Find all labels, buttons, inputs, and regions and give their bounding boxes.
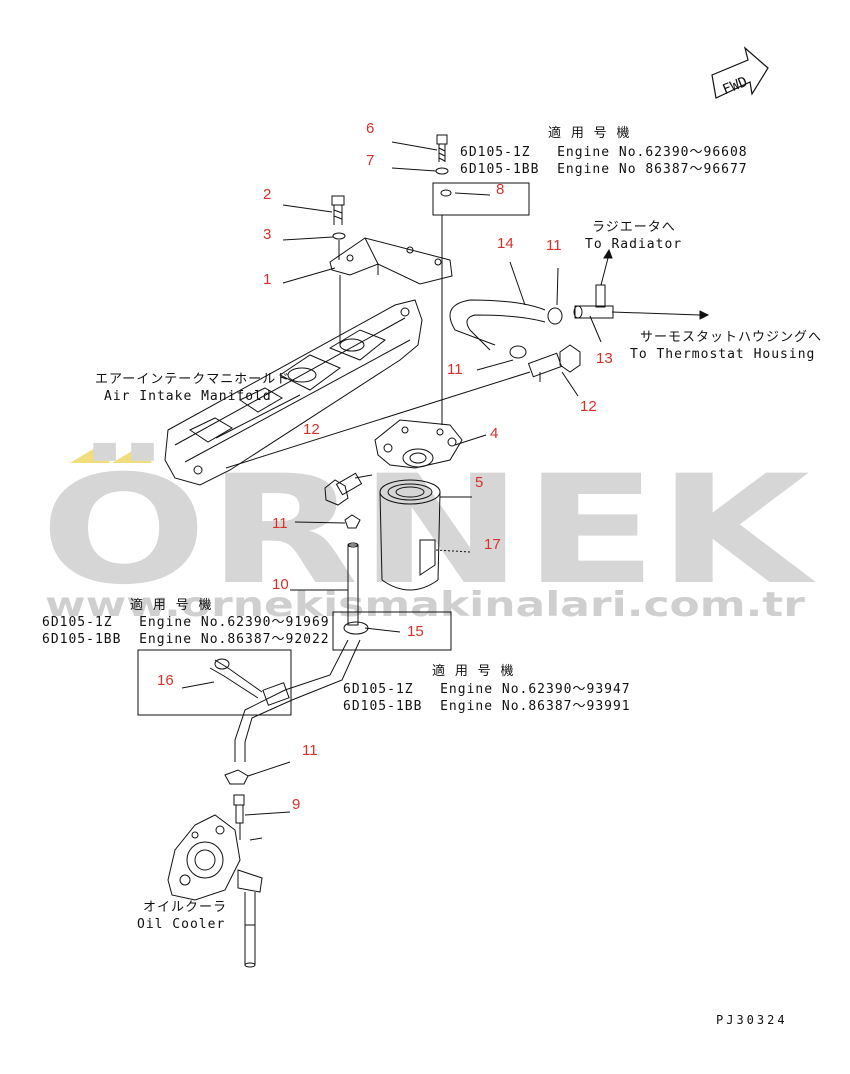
callout-11-lower: 11 bbox=[302, 742, 318, 759]
pipe-10 bbox=[347, 542, 359, 626]
manifold-label-jp: エアーインテークマニホールド bbox=[95, 372, 291, 387]
left-serial-line-1: 6D105-1Z Engine No.62390～91969 bbox=[42, 615, 330, 630]
watermark-layer: ÖRNEK www.ornekismakinalari.com.tr bbox=[40, 442, 816, 625]
callout-16: 16 bbox=[157, 672, 174, 689]
box-16 bbox=[137, 649, 292, 716]
callout-8: 8 bbox=[496, 181, 505, 198]
fwd-arrow: FWD bbox=[711, 46, 769, 99]
bracket-1 bbox=[329, 237, 453, 345]
clamp-11-mid bbox=[344, 514, 361, 529]
callout-11-top: 11 bbox=[546, 237, 562, 254]
callout-6: 6 bbox=[366, 120, 375, 137]
fitting-13 bbox=[573, 284, 614, 319]
radiator-label-jp: ラジエータへ bbox=[592, 220, 676, 235]
top-serial-line-1: 6D105-1Z Engine No.62390～96608 bbox=[460, 145, 748, 160]
callout-10: 10 bbox=[272, 576, 289, 593]
callout-12-left: 12 bbox=[303, 421, 320, 438]
drawing-lines bbox=[137, 134, 710, 968]
watermark-accent-left bbox=[70, 445, 110, 463]
callout-17: 17 bbox=[484, 536, 501, 553]
watermark-brand: ÖRNEK bbox=[40, 442, 816, 618]
left-serial-heading: 適 用 号 機 bbox=[130, 598, 213, 613]
mid-serial-heading: 適 用 号 機 bbox=[432, 664, 515, 679]
callout-7: 7 bbox=[366, 152, 375, 169]
mid-serial-line-1: 6D105-1Z Engine No.62390～93947 bbox=[343, 682, 631, 697]
callout-4: 4 bbox=[490, 425, 499, 442]
watermark-url: www.ornekismakinalari.com.tr bbox=[45, 585, 805, 625]
oil-cooler-label-en: Oil Cooler bbox=[137, 917, 226, 932]
clamp-11-hose-bottom bbox=[509, 345, 527, 359]
thermostat-label-en: To Thermostat Housing bbox=[630, 347, 816, 362]
callout-9: 9 bbox=[292, 796, 301, 813]
mid-serial-line-2: 6D105-1BB Engine No.86387～93991 bbox=[343, 699, 631, 714]
bolt-6 bbox=[436, 134, 448, 162]
bolt-2 bbox=[331, 195, 345, 225]
manifold-label-en: Air Intake Manifold bbox=[104, 389, 272, 404]
box-8 bbox=[432, 182, 530, 216]
oil-cooler bbox=[167, 814, 263, 968]
air-intake-manifold bbox=[164, 299, 423, 486]
watermark-accent-right bbox=[112, 445, 152, 463]
thermostat-label-jp: サーモスタットハウジングへ bbox=[640, 330, 823, 345]
oil-cooler-label-jp: オイルクーラ bbox=[143, 900, 228, 915]
drawing-code: PJ30324 bbox=[716, 1013, 788, 1027]
box-15 bbox=[332, 611, 452, 651]
clamp-11-hose-top bbox=[547, 307, 563, 325]
callout-11-mid: 11 bbox=[272, 515, 288, 532]
callout-5: 5 bbox=[475, 474, 484, 491]
left-serial-line-2: 6D105-1BB Engine No.86387～92022 bbox=[42, 632, 330, 647]
leader-lines bbox=[181, 141, 602, 841]
fitting-9 bbox=[233, 794, 245, 840]
clamp-11-lower bbox=[224, 769, 249, 785]
callout-1: 1 bbox=[263, 271, 272, 288]
washer-7 bbox=[435, 167, 449, 175]
filter-cartridge-5 bbox=[379, 479, 471, 591]
radiator-label-en: To Radiator bbox=[585, 237, 683, 252]
filter-head-4 bbox=[374, 419, 463, 469]
washer-3 bbox=[332, 232, 346, 240]
pipe-16 bbox=[234, 639, 361, 762]
callout-13: 13 bbox=[596, 350, 613, 367]
hose-14 bbox=[449, 299, 546, 351]
callout-11-hose: 11 bbox=[447, 361, 463, 378]
callout-15: 15 bbox=[407, 623, 424, 640]
top-serial-line-2: 6D105-1BB Engine No 86387～96677 bbox=[460, 162, 748, 177]
callout-3: 3 bbox=[263, 226, 272, 243]
fwd-label: FWD bbox=[720, 74, 749, 98]
connector-12-left bbox=[324, 472, 373, 506]
fitting-12-right bbox=[527, 344, 581, 382]
top-serial-heading: 適 用 号 機 bbox=[548, 126, 631, 141]
callout-14: 14 bbox=[497, 235, 514, 252]
callout-2: 2 bbox=[263, 186, 272, 203]
flow-arrows bbox=[600, 248, 710, 320]
callout-12-right: 12 bbox=[580, 398, 597, 415]
